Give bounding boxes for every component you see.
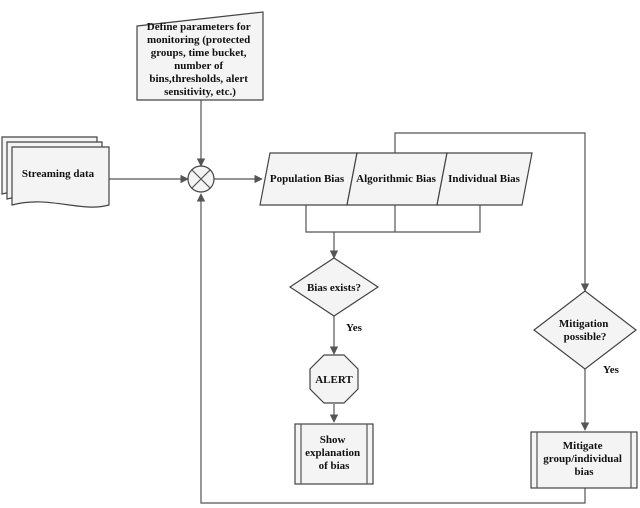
manual-input-shape [136, 11, 264, 101]
junction-cross [191, 169, 211, 189]
decision-diamond [288, 257, 380, 317]
params-line: Define parameters for [147, 21, 251, 33]
mitigation-possible-line: Mitigation [559, 318, 609, 330]
connectors [109, 100, 590, 504]
params-line: groups, time bucket, [151, 47, 247, 59]
edge-bias-types-merge [305, 205, 481, 233]
node-bias-exists: Bias exists? [288, 257, 380, 317]
mitigate-line: bias [575, 466, 595, 478]
node-individual-bias: Individual Bias [436, 152, 533, 206]
explanation-line: explanation [305, 447, 360, 459]
params-line: monitoring (protected [147, 34, 250, 46]
node-streaming-data: Streaming data [1, 136, 110, 208]
node-show-explanation: Show explanation of bias [294, 423, 374, 485]
bias-exists-label: Bias exists? [307, 282, 361, 294]
parallelogram-shape [436, 152, 533, 206]
decision-diamond [533, 290, 637, 370]
alert-label: ALERT [315, 374, 353, 386]
params-line: sensitivity, etc.) [164, 86, 236, 98]
document-stack-front [11, 146, 110, 208]
streaming-data-label: Streaming data [22, 168, 95, 180]
node-mitigation-possible: Mitigation possible? [533, 290, 637, 370]
explanation-line: Show [320, 434, 346, 446]
mitigation-possible-text: Mitigation possible? [559, 318, 611, 343]
params-line: number of [174, 60, 223, 72]
population-bias-label: Population Bias [270, 173, 345, 185]
mitigate-line: group/individual [543, 453, 622, 465]
node-alert: ALERT [309, 354, 359, 404]
explanation-line: of bias [319, 460, 351, 472]
node-population-bias: Population Bias [259, 152, 358, 206]
edge-bias-types-to-mitigation [394, 132, 590, 292]
algorithmic-bias-label: Algorithmic Bias [356, 173, 436, 185]
yes-label-mitigation: Yes [603, 364, 620, 376]
params-line: bins,thresholds, alert [149, 73, 248, 85]
edge-feedback-loop [196, 193, 586, 504]
process-box [294, 423, 374, 485]
octagon-shape [309, 354, 359, 404]
params-text: Define parameters for monitoring (protec… [147, 21, 253, 98]
mitigation-possible-line: possible? [564, 331, 607, 343]
process-box [530, 431, 638, 489]
mitigate-line: Mitigate [563, 440, 603, 452]
mitigate-text: Mitigate group/individual bias [543, 440, 624, 478]
node-define-parameters: Define parameters for monitoring (protec… [136, 11, 264, 101]
node-algorithmic-bias: Algorithmic Bias [346, 152, 448, 206]
node-mitigate-bias: Mitigate group/individual bias [530, 431, 638, 489]
yes-label-bias: Yes [346, 322, 363, 334]
explanation-text: Show explanation of bias [305, 434, 363, 472]
summing-junction [187, 165, 215, 193]
individual-bias-label: Individual Bias [448, 173, 521, 185]
